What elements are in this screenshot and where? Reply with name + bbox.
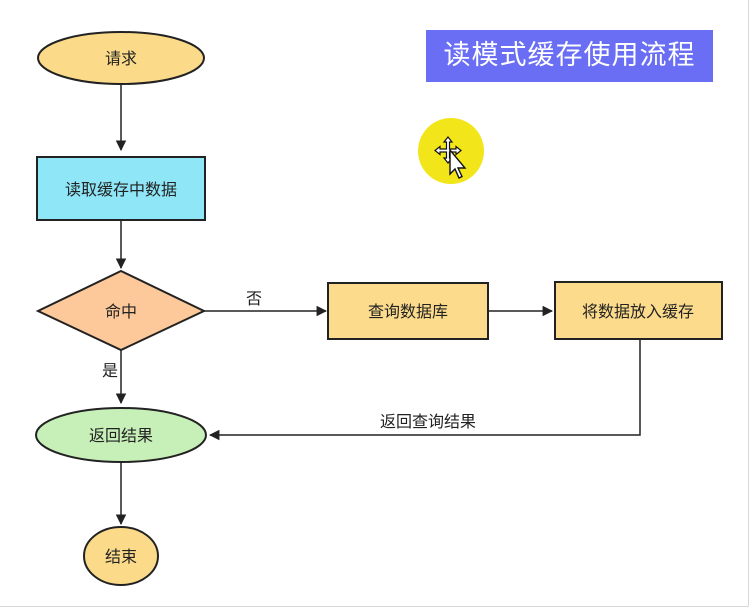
diagram-title: 读模式缓存使用流程 — [426, 30, 713, 82]
node-put-cache: 将数据放入缓存 — [554, 281, 723, 340]
edge-label-return-query: 返回查询结果 — [380, 412, 476, 431]
edge-put-to-return — [208, 339, 641, 441]
node-return-result: 返回结果 — [35, 407, 207, 463]
node-query-db: 查询数据库 — [327, 282, 489, 340]
node-end-label: 结束 — [105, 547, 137, 566]
node-hit-decision: 命中 — [35, 269, 207, 352]
node-start-label: 请求 — [105, 49, 137, 68]
edge-label-no: 否 — [246, 289, 262, 308]
node-start: 请求 — [37, 31, 205, 85]
edge-label-yes: 是 — [102, 361, 118, 380]
node-query-db-label: 查询数据库 — [368, 302, 448, 321]
node-read-cache: 读取缓存中数据 — [36, 156, 206, 221]
node-end: 结束 — [83, 526, 159, 586]
node-put-cache-label: 将数据放入缓存 — [582, 302, 694, 321]
node-return-label: 返回结果 — [89, 426, 153, 445]
node-read-cache-label: 读取缓存中数据 — [65, 180, 177, 199]
connectors — [115, 84, 641, 526]
move-cursor-icon — [434, 136, 467, 179]
node-hit-label: 命中 — [105, 302, 137, 321]
